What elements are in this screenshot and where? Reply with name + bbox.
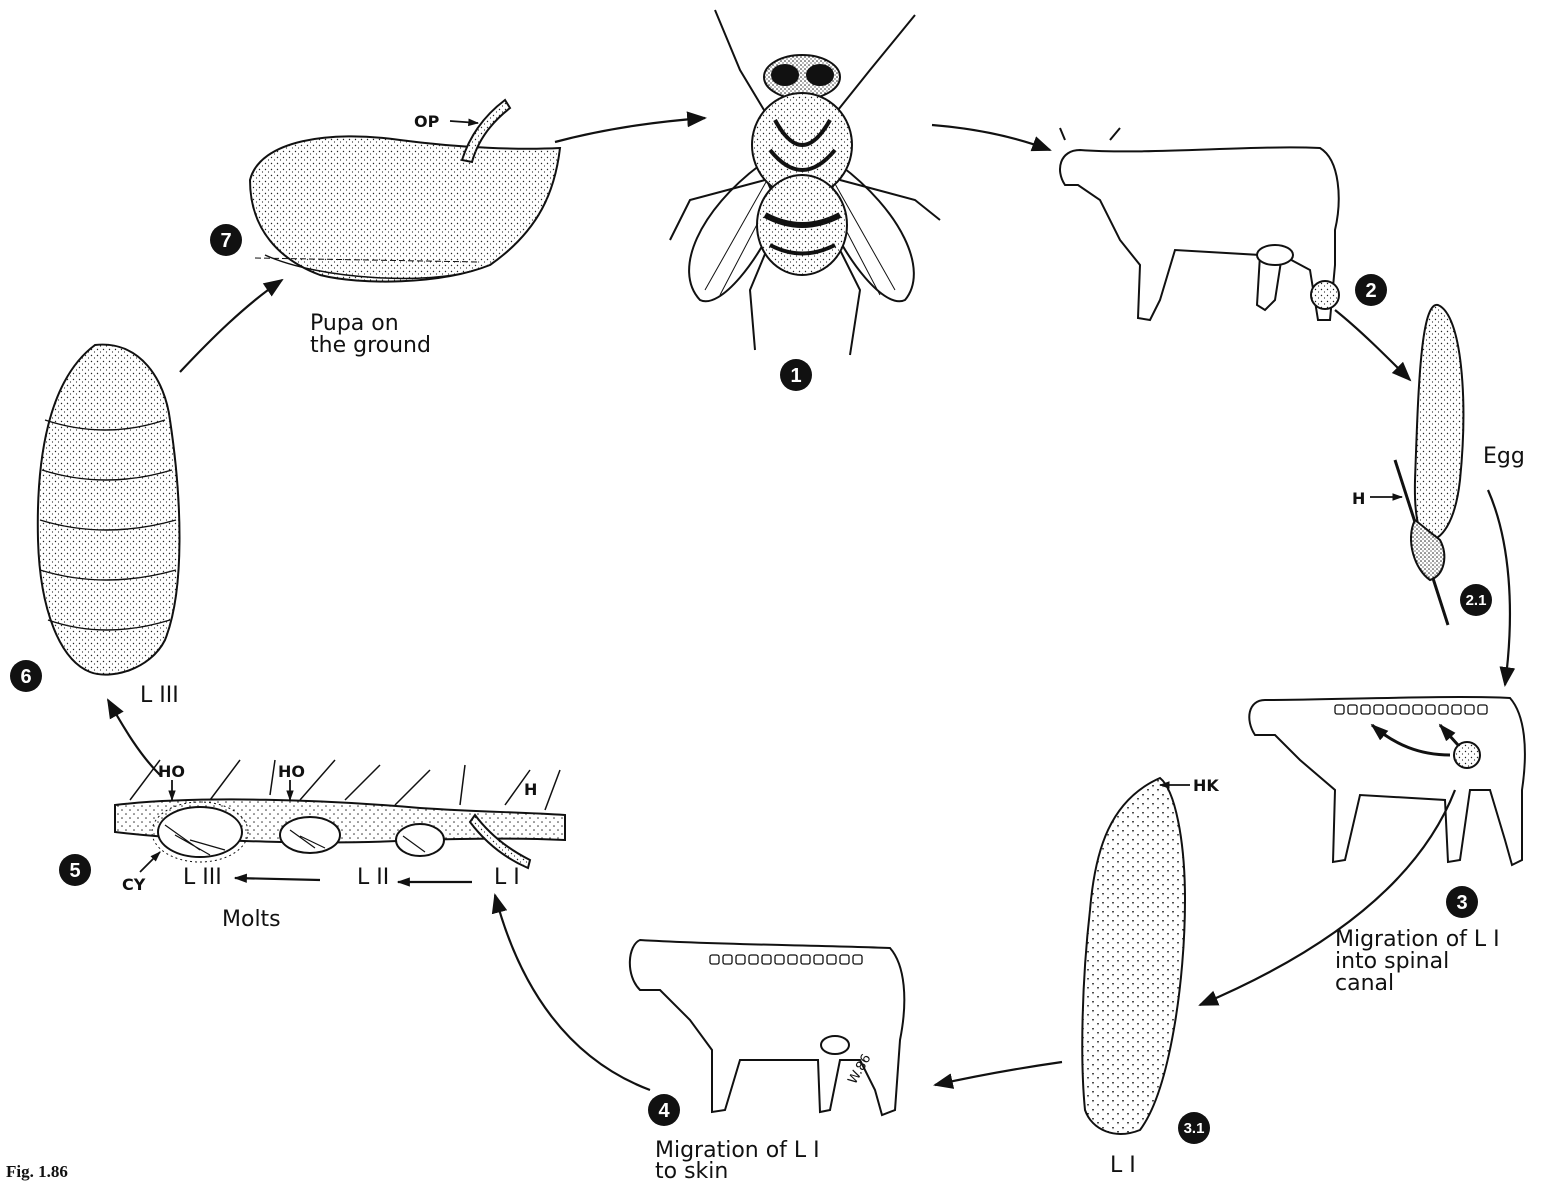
svg-text:1: 1 bbox=[790, 365, 801, 387]
adult-fly-illustration bbox=[670, 10, 940, 355]
label-migration-skin-2: to skin bbox=[655, 1159, 728, 1184]
cow-with-eggs-illustration bbox=[1060, 128, 1339, 320]
svg-text:2: 2 bbox=[1365, 280, 1376, 302]
pupa-illustration bbox=[250, 100, 560, 282]
arrow-fly-to-cow bbox=[932, 125, 1050, 150]
svg-text:6: 6 bbox=[20, 666, 31, 688]
label-the-ground: the ground bbox=[310, 333, 431, 358]
step-badge-6: 6 bbox=[10, 660, 42, 692]
label-cy: CY bbox=[122, 875, 146, 894]
label-l1-skin: L I bbox=[494, 865, 520, 890]
svg-text:4: 4 bbox=[658, 1100, 670, 1122]
svg-text:2.1: 2.1 bbox=[1466, 592, 1487, 609]
cow-skin-migration-illustration bbox=[630, 940, 904, 1115]
step-badge-2: 2 bbox=[1355, 274, 1387, 306]
step-badge-7: 7 bbox=[210, 224, 242, 256]
arrow-skin-panel-to-larva bbox=[108, 700, 160, 775]
step-badge-2-1: 2.1 bbox=[1460, 584, 1492, 616]
arrow-pupa-to-fly bbox=[555, 118, 705, 142]
svg-text:3.1: 3.1 bbox=[1184, 1120, 1205, 1137]
arrow-molt-l2-l3 bbox=[235, 878, 320, 880]
arrow-cow-to-egg bbox=[1335, 310, 1410, 380]
figure-label: Fig. 1.86 bbox=[6, 1162, 68, 1181]
cow-spinal-migration-illustration bbox=[1249, 697, 1525, 865]
arrow-larva-to-pupa bbox=[180, 280, 282, 372]
label-hk: HK bbox=[1193, 776, 1219, 795]
svg-text:3: 3 bbox=[1456, 892, 1467, 914]
label-migration-spinal-3: canal bbox=[1335, 971, 1394, 996]
step-badge-5: 5 bbox=[59, 854, 91, 886]
label-ho-left: HO bbox=[158, 762, 185, 781]
arrow-larva-to-cow-skin bbox=[935, 1062, 1062, 1085]
step-badge-1: 1 bbox=[780, 359, 812, 391]
svg-text:5: 5 bbox=[69, 860, 80, 882]
label-egg: Egg bbox=[1483, 444, 1525, 469]
label-l3-larva: L III bbox=[140, 683, 179, 708]
label-molts: Molts bbox=[222, 907, 281, 932]
label-l3-skin: L III bbox=[183, 865, 222, 890]
label-ho-mid: HO bbox=[278, 762, 305, 781]
step-badge-3-1: 3.1 bbox=[1178, 1112, 1210, 1144]
label-l2-skin: L II bbox=[357, 865, 389, 890]
arrow-egg-to-cow-spinal bbox=[1488, 490, 1510, 685]
label-op: OP bbox=[414, 112, 440, 131]
label-l1-larva: L I bbox=[1110, 1153, 1136, 1178]
arrow-cow-skin-to-skin-panel bbox=[495, 895, 650, 1090]
step-badge-3: 3 bbox=[1446, 886, 1478, 918]
third-instar-larva-illustration bbox=[38, 345, 180, 675]
label-h-egg: H bbox=[1352, 489, 1365, 508]
svg-text:7: 7 bbox=[220, 230, 231, 252]
step-badge-4: 4 bbox=[648, 1094, 680, 1126]
label-h-skin: H bbox=[524, 780, 537, 799]
first-instar-larva-illustration bbox=[1082, 778, 1185, 1134]
egg-on-hair-illustration bbox=[1395, 305, 1463, 625]
